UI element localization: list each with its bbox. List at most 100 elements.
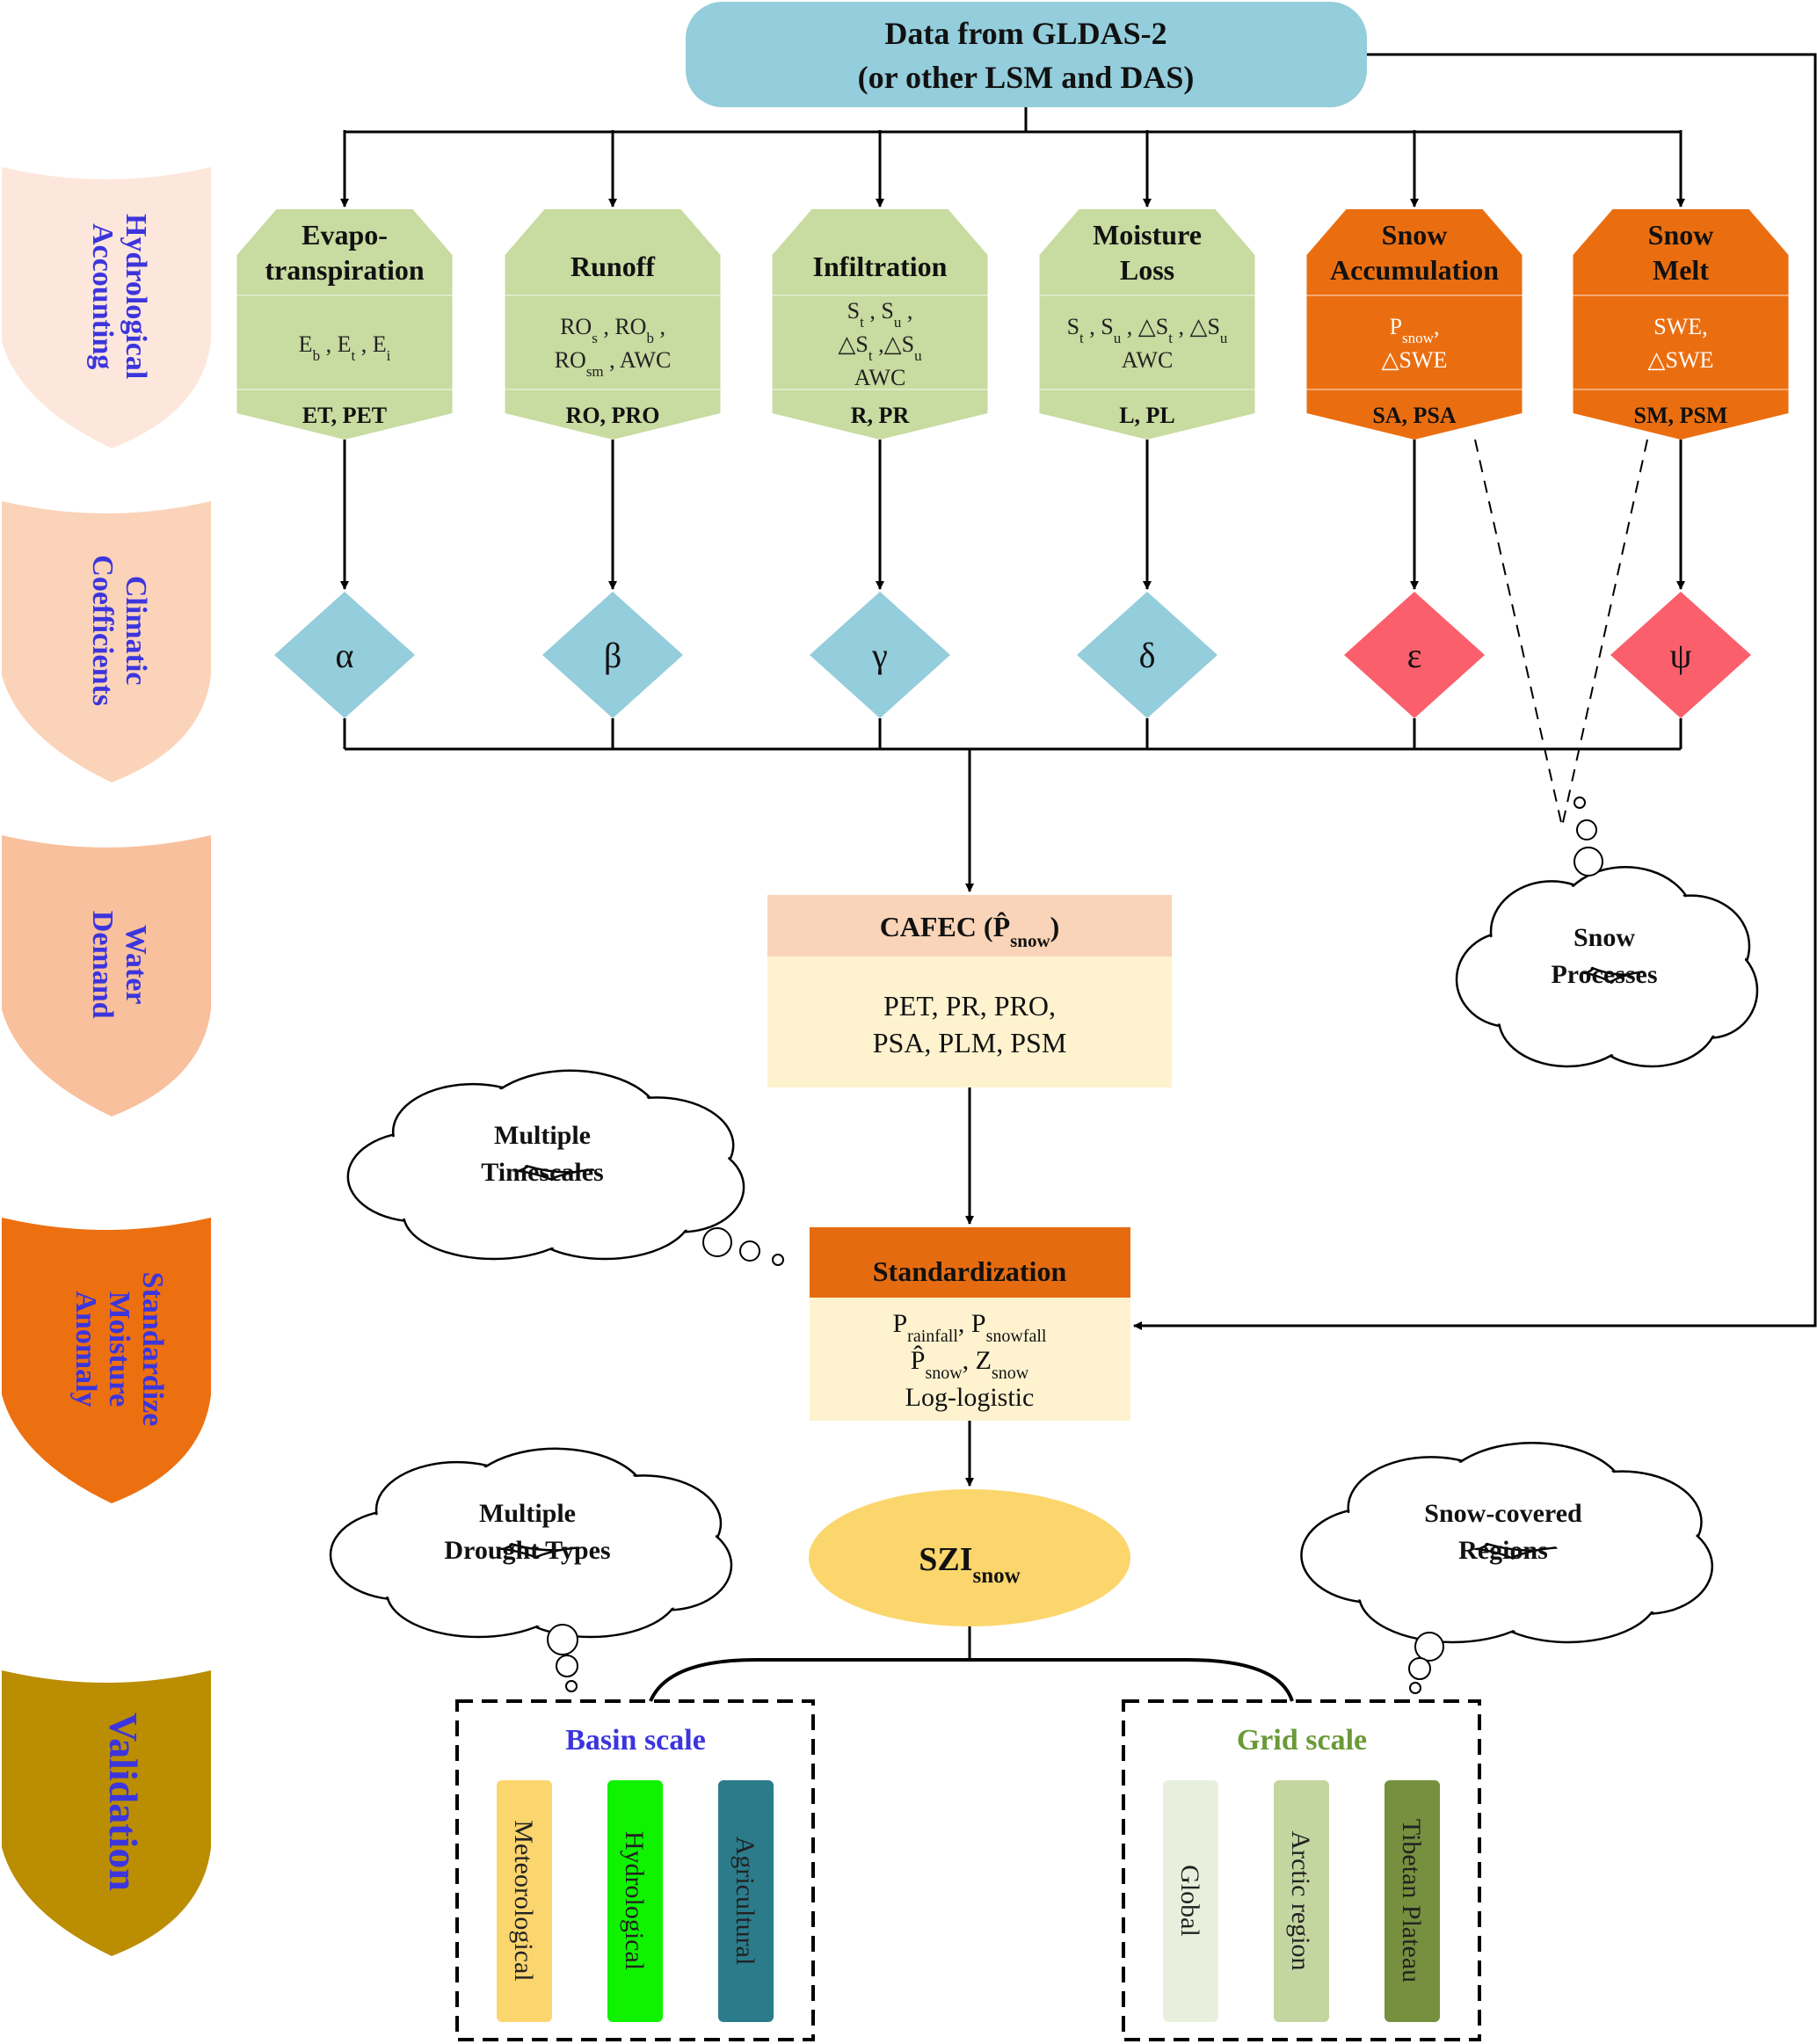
coefficient-symbol: ε [1407,636,1422,675]
stage-label: Water [120,925,152,1005]
stage-label: Climatic [120,576,152,686]
process-variables: ROs , ROb , [560,314,665,346]
diamond-shape [1077,592,1217,718]
data-source-node: Data from GLDAS-2(or other LSM and DAS) [686,2,1367,107]
cloud-text: Processes [1551,960,1657,989]
cloud-text: Multiple [494,1121,591,1150]
process-title: Infiltration [813,251,948,282]
nodes: Data from GLDAS-2(or other LSM and DAS) E… [236,2,1789,2041]
szi-label: SZIsnow [919,1541,1020,1588]
process-shape [1573,209,1789,440]
process-variables: Eb , Et , Ei [299,331,391,364]
stage-shield [2,835,211,1117]
validation-bar [718,1780,774,2022]
process-shape [236,209,453,440]
cloud-fill [1501,973,1634,1065]
source-title: Data from GLDAS-2 [884,16,1167,51]
stage-label: Anomaly [69,1291,102,1407]
stage-shield [2,1218,211,1503]
process-variables: Psnow, [1390,314,1440,346]
source-to-standardization-arrow [1133,53,1817,1330]
thought-bubble [1414,1632,1444,1662]
process-variables: St , Su , △St , △Su [1067,314,1228,346]
coefficient-symbol: δ [1139,636,1156,675]
snow-leader-dashed [1474,439,1563,827]
thought-bubble [772,1254,784,1266]
process-output: ET, PET [302,403,387,428]
standardization-line: P̂snow, Zsnow [911,1345,1029,1383]
thought-bubble [1574,797,1586,809]
validation-bar [1385,1780,1440,2022]
coefficient-diamond: δ [1077,592,1217,718]
szi-ellipse [809,1489,1130,1626]
validation-bar-label: Arctic region [1286,1830,1315,1970]
process-output: R, PR [851,403,910,428]
group-title: Grid scale [1237,1724,1367,1757]
standardization-line: Prainfall, Psnowfall [892,1309,1046,1346]
standardization-title: Standardization [873,1255,1067,1287]
cafec-title: CAFEC (P̂snow) [880,911,1060,951]
process-output: RO, PRO [566,403,660,428]
process-title: Evapo- [302,219,388,251]
thought-bubble [1576,819,1597,840]
group-frame [1122,1699,1481,2041]
snow-leader-dashed [1561,439,1648,827]
process-variables: St , Su , [847,298,913,331]
validation-bar-label: Agricultural [730,1837,760,1966]
process-title: Snow [1648,219,1714,251]
validation-bar-label: Meteorological [509,1820,538,1981]
cloud-fill [389,1549,568,1635]
validation-bar-label: Global [1175,1865,1204,1937]
stage-label: Hydrological [120,214,152,379]
coefficient-diamond: ψ [1610,592,1751,718]
validation-bar [497,1780,552,2022]
process-title: Moisture [1093,219,1202,251]
group-title: Basin scale [565,1724,706,1757]
stage-label: Standardize [136,1272,169,1427]
cloud-text: Drought Types [444,1536,610,1565]
coefficient-symbol: γ [871,636,888,675]
process-title: Accumulation [1330,254,1499,286]
process-variables: AWC [854,365,906,390]
validation-bar [1163,1780,1218,2022]
thought-bubble [547,1624,578,1655]
cloud-text: Regions [1458,1536,1548,1565]
diamond-shape [810,592,950,718]
process-title: transpiration [265,254,425,286]
diamond-shape [1610,592,1751,718]
coefficient-diamond: ε [1344,592,1485,718]
process-evapo--transpiration: Evapo-transpiration Eb , Et , Ei ET, PET [236,209,453,440]
stage-label: Coefficients [86,555,119,706]
process-output: L, PL [1119,403,1175,428]
coefficient-diamond: α [274,592,415,718]
diamond-shape [274,592,415,718]
process-variables: AWC [1122,347,1174,373]
szi-node: SZIsnow [809,1489,1130,1626]
stage-validation: Validation [2,1670,211,1956]
process-variables: △SWE [1382,347,1448,373]
stage-label: Validation [101,1713,146,1891]
process-shape [772,209,988,440]
coefficient-diamond: β [542,592,683,718]
group-frame [455,1699,815,2041]
thought-bubble [739,1240,760,1262]
process-shape [1306,209,1523,440]
cafec-line: PET, PR, PRO, [883,990,1056,1022]
thought-bubble [556,1655,578,1677]
cafec-body [767,957,1172,1087]
validation-bar-label: Hydrological [620,1831,649,1970]
cloud-text: Snow [1574,923,1635,952]
process-title: Loss [1120,254,1174,286]
stage-label: Accounting [86,223,119,369]
